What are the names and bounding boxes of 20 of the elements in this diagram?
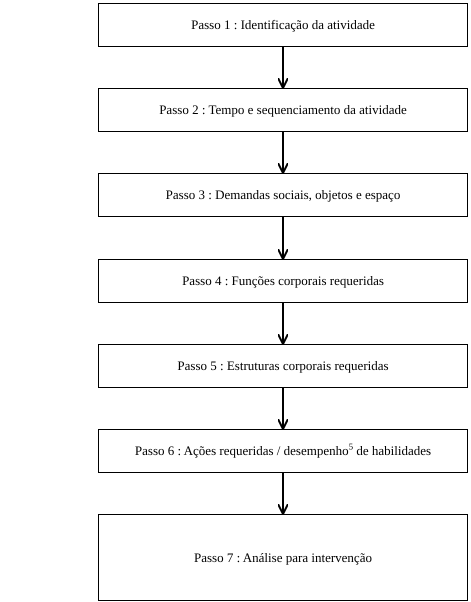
step-label: Passo 4 : Funções corporais requeridas <box>182 273 384 289</box>
arrow <box>277 47 289 89</box>
step-label: Passo 7 : Análise para intervenção <box>194 550 372 566</box>
step-label: Passo 3 : Demandas sociais, objetos e espaço <box>166 187 400 203</box>
process-box <box>98 514 468 601</box>
step-label: Passo 6 : Ações requeridas / desempenho$^{5}$ de habilidades <box>134 443 432 459</box>
process-box <box>98 344 468 388</box>
step-label: Passo 2 : Tempo e sequenciamento da atividade <box>159 102 407 118</box>
arrow <box>277 217 289 260</box>
process-box <box>98 3 468 47</box>
step-label: Passo 5 : Estruturas corporais requeridas <box>177 358 389 374</box>
process-box <box>98 88 468 132</box>
arrow <box>277 132 289 174</box>
arrow <box>277 388 289 430</box>
process-box <box>98 259 468 303</box>
arrow <box>277 303 289 345</box>
step-label: Passo 1 : Identificação da atividade <box>191 17 375 33</box>
arrow <box>277 473 289 515</box>
process-box <box>98 429 468 473</box>
process-box <box>98 173 468 217</box>
